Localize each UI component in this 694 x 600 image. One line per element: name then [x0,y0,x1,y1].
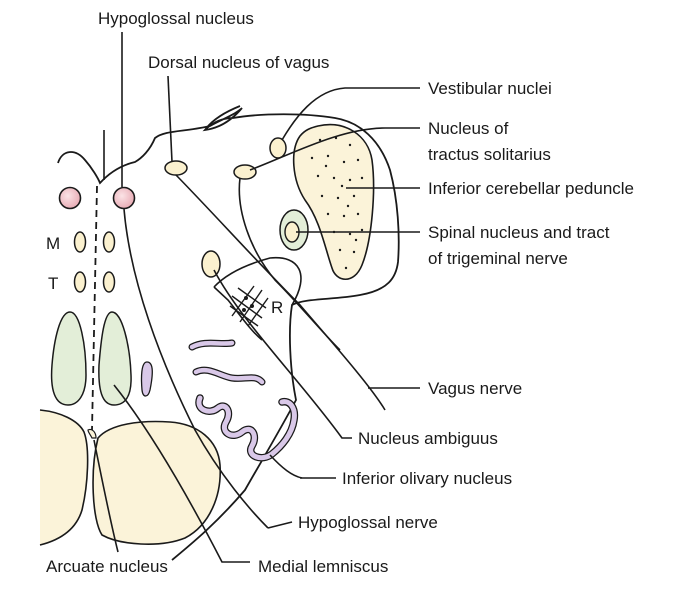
label-nucleus-tractus-2: tractus solitarius [428,145,551,164]
label-hypoglossal-nucleus: Hypoglossal nucleus [98,9,254,28]
vestibular-nuclei-oval [269,137,287,159]
arcuate-nucleus-shape [87,428,97,439]
label-t: T [48,274,58,293]
dorsal-nucleus-vagus-oval [164,160,188,176]
pyramid-right [92,420,221,545]
midline [91,185,98,431]
vagus-fibre-2 [238,177,341,351]
dorsal-notch [204,105,241,131]
label-vestibular-nuclei: Vestibular nuclei [428,79,552,98]
label-nucleus-ambiguus: Nucleus ambiguus [358,429,498,448]
label-medial-lemniscus: Medial lemniscus [258,557,388,576]
label-spinal-trigeminal-2: of trigeminal nerve [428,249,568,268]
tectospinal-right [102,271,116,293]
tectospinal-left [73,271,87,293]
accessory-olive-middle-fill [193,367,265,385]
reticular-region [213,256,302,306]
leader-dorsal-vagus [167,75,173,163]
hypoglossal-nucleus-left [58,186,82,210]
reticular-region-lower [213,286,263,341]
reticular-formation-hatch [229,285,269,327]
small-nucleus-elongated [140,361,153,397]
medial-lemniscus-left [50,311,87,406]
nucleus-ambiguus-oval [201,250,221,278]
leader-medial-lemniscus [113,384,250,563]
pyramid-left [39,409,89,546]
inferior-cerebellar-peduncle-shape [292,123,375,281]
label-m: M [46,234,60,253]
label-spinal-trigeminal-1: Spinal nucleus and tract [428,223,610,242]
nucleus-tractus-solitarius-oval [233,164,257,180]
peduncle-stipple [310,136,364,270]
leader-tractus [249,127,420,171]
accessory-olive-upper-fill [189,340,235,350]
label-nucleus-tractus-1: Nucleus of [428,119,509,138]
label-arcuate-nucleus: Arcuate nucleus [46,557,168,576]
label-vagus-nerve: Vagus nerve [428,379,522,398]
leader-vestibular [281,87,420,141]
medial-longitudinal-right [102,231,116,253]
medial-lemniscus-right [98,311,132,406]
medial-longitudinal-left [73,231,87,253]
label-inferior-olivary: Inferior olivary nucleus [342,469,512,488]
label-dorsal-nucleus-vagus: Dorsal nucleus of vagus [148,53,329,72]
inferior-olive-main-fill [196,395,297,461]
olive-fibre [269,454,303,479]
hypoglossal-fibre [123,208,269,529]
medulla-outline [57,107,400,561]
label-r: R [271,298,283,317]
label-inferior-cerebellar-peduncle: Inferior cerebellar peduncle [428,179,634,198]
leader-ambiguus [213,269,352,439]
leader-arcuate [93,439,119,553]
vagus-fibre-1 [175,174,386,411]
label-hypoglossal-nerve: Hypoglossal nerve [298,513,438,532]
leader-hypoglossal-nerve [267,521,293,529]
hypoglossal-nucleus-right [112,186,136,210]
